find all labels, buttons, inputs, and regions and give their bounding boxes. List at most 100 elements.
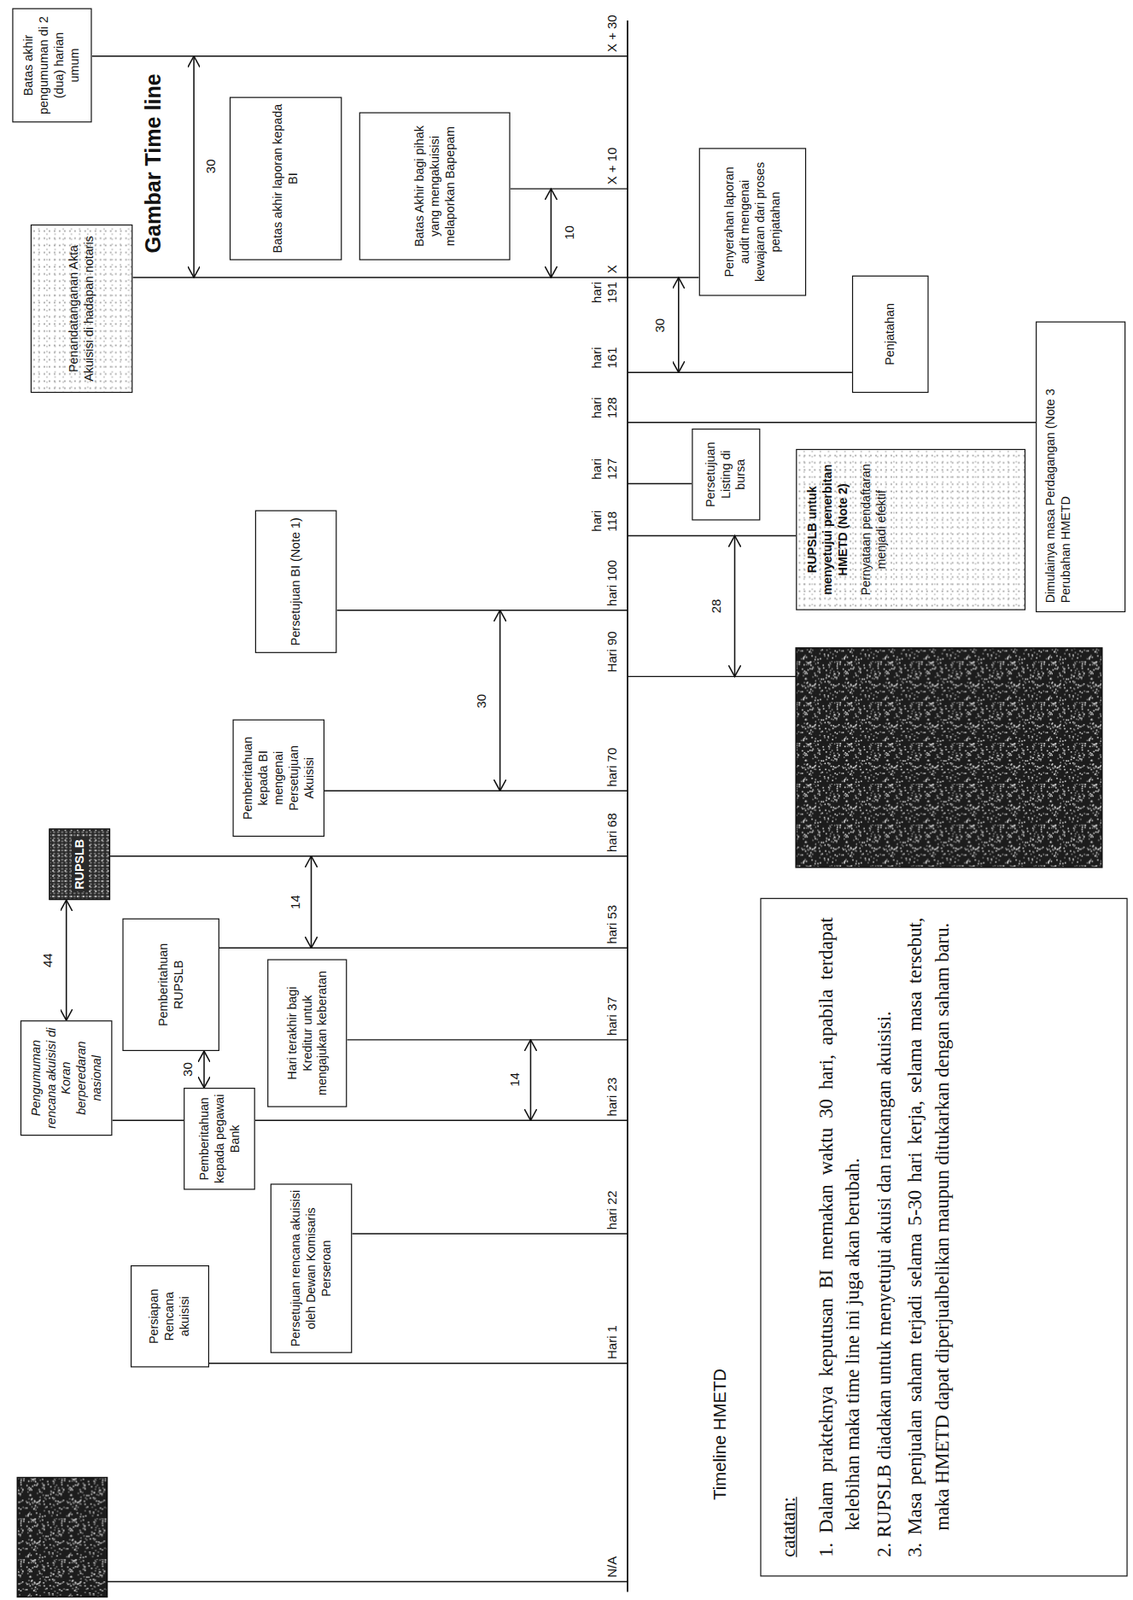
interval-arrow — [499, 610, 502, 792]
event-tick — [627, 276, 700, 278]
process-box: Persetujuan rencana akuisisi oleh Dewan … — [270, 1183, 353, 1353]
box-text: Pemberitahuan RUPSLB — [155, 924, 187, 1046]
deadline-box: Batas Akhir bagi pihak yang mengakuisisi… — [359, 111, 511, 260]
event-tick — [627, 676, 796, 678]
event-tick — [336, 609, 628, 611]
process-box: Dimulainya masa Perdagangan (Note 3 Peru… — [1035, 321, 1126, 613]
box-text: RUPSLB — [70, 836, 88, 892]
event-tick — [510, 187, 628, 189]
day-label: hari 128 — [589, 397, 621, 419]
box-text: Hari terakhir bagi Kreditur untuk mengaj… — [284, 965, 331, 1102]
process-box: Penjatahan — [852, 275, 929, 393]
day-label: X + 30 — [605, 14, 621, 53]
deadline-box: Batas akhir laporan kepada BI — [229, 97, 342, 261]
interval-number: 30 — [180, 1060, 196, 1079]
day-label: Hari 1 — [605, 1325, 621, 1360]
interval-number: 14 — [288, 894, 304, 910]
day-label: hari 37 — [605, 996, 621, 1036]
box-text: Dimulainya masa Perdagangan (Note 3 Peru… — [1042, 330, 1074, 603]
event-tick — [209, 1362, 628, 1364]
scan-noise-box — [17, 1477, 107, 1598]
event-tick — [110, 855, 628, 857]
diagram-title: Gambar Time line — [140, 73, 166, 253]
box-text: Pemberitahuan kepada BI mengenai Persetu… — [239, 725, 317, 831]
event-tick — [346, 1039, 628, 1040]
interval-number: 10 — [561, 225, 578, 240]
event-tick — [627, 421, 1036, 423]
connector — [203, 1051, 205, 1088]
event-tick — [92, 55, 628, 57]
process-box: Penandatanganan Akta Akuisisi di hadapan… — [30, 224, 134, 393]
connector — [111, 1120, 184, 1122]
box-text: Batas akhir pengumuman di 2 (dua) harian… — [21, 14, 83, 117]
day-label: Hari 90 — [605, 630, 621, 672]
event-tick — [627, 372, 853, 374]
notes-box: catatan: 1. Dalam prakteknya keputusan BI… — [759, 898, 1128, 1577]
day-label: X — [605, 264, 621, 274]
box-text: 1. Dalam prakteknya keputusan BI memakan… — [812, 916, 868, 1557]
event-tick — [219, 947, 628, 949]
box-text: 2. RUPSLB diadakan untuk menyetujui akui… — [870, 916, 899, 1557]
day-label: hari 70 — [605, 747, 621, 788]
deadline-box: Batas akhir pengumuman di 2 (dua) harian… — [11, 8, 92, 123]
process-box: Persetujuan BI (Note 1) — [255, 510, 338, 654]
box-text: Pengumuman rencana akuisisi di Koran ber… — [28, 1026, 106, 1130]
day-label: hari 161 — [589, 347, 621, 369]
day-label: hari 118 — [589, 510, 621, 532]
interval-number: 30 — [203, 159, 219, 175]
box-text: 3. Masa penjualan saham terjadi selama 5… — [902, 916, 958, 1557]
process-box: Pemberitahuan kepada pegawai Bank — [183, 1087, 256, 1191]
day-label: N/A — [605, 1556, 621, 1578]
box-text: Persiapan Rencana akuisisi — [146, 1271, 193, 1361]
day-label: hari 191 — [589, 281, 621, 304]
connector — [65, 899, 68, 1021]
interval-number: 14 — [508, 1072, 524, 1087]
box-text: Pernyataan pendaftaran menjadi efektif — [858, 455, 890, 604]
day-label: hari 23 — [605, 1077, 621, 1117]
box-text: Penyerahan laporan audit mengenai kewaja… — [722, 153, 784, 290]
box-text: Pemberitahuan kepada pegawai Bank — [196, 1093, 243, 1184]
interval-arrow — [550, 188, 553, 278]
event-tick — [324, 790, 628, 792]
interval-number: 30 — [652, 318, 668, 333]
interval-number: 28 — [708, 599, 725, 614]
box-text: Persetujuan BI (Note 1) — [288, 517, 304, 646]
event-tick — [132, 276, 628, 278]
box-text: RUPSLB untuk menyetujui penerbitan HMETD… — [805, 455, 852, 604]
day-label: X + 10 — [605, 147, 621, 186]
event-tick — [255, 1120, 628, 1122]
section-label: Timeline HMETD — [710, 1368, 731, 1501]
box-text: Penjatahan — [882, 303, 899, 366]
interval-arrow — [530, 1039, 532, 1121]
day-label: hari 68 — [605, 812, 621, 853]
event-tick — [627, 483, 692, 485]
process-box: Pemberitahuan kepada BI mengenai Persetu… — [232, 719, 325, 837]
interval-number: 44 — [40, 951, 56, 970]
process-box: Penyerahan laporan audit mengenai kewaja… — [699, 147, 806, 296]
process-box: Hari terakhir bagi Kreditur untuk mengaj… — [267, 958, 347, 1107]
interval-arrow — [677, 277, 680, 373]
box-text: catatan: — [775, 1496, 803, 1558]
timeline-axis — [626, 20, 629, 1593]
process-box: Persiapan Rencana akuisisi — [130, 1265, 210, 1368]
process-box: Pemberitahuan RUPSLB — [122, 918, 220, 1052]
box-text: Persetujuan rencana akuisisi oleh Dewan … — [288, 1190, 335, 1348]
process-box: Pengumuman rencana akuisisi di Koran ber… — [20, 1020, 113, 1136]
meeting-box: RUPSLB — [48, 828, 111, 900]
interval-number: 30 — [473, 694, 490, 709]
event-tick — [627, 535, 796, 537]
interval-arrow — [734, 535, 736, 677]
day-label: hari 127 — [589, 458, 621, 480]
event-tick — [106, 1581, 628, 1583]
box-text: Persetujuan Listing di bursa — [702, 434, 749, 514]
interval-arrow — [192, 56, 195, 278]
box-text: Batas akhir laporan kepada BI — [270, 103, 302, 255]
event-tick — [351, 1232, 628, 1234]
day-label: hari 22 — [605, 1190, 621, 1230]
interval-arrow — [310, 856, 313, 949]
day-label: hari 53 — [605, 905, 621, 945]
day-label: hari 100 — [605, 560, 621, 607]
box-text: Batas Akhir bagi pihak yang mengakuisisi… — [411, 118, 458, 255]
process-box: Persetujuan Listing di bursa — [691, 428, 760, 521]
